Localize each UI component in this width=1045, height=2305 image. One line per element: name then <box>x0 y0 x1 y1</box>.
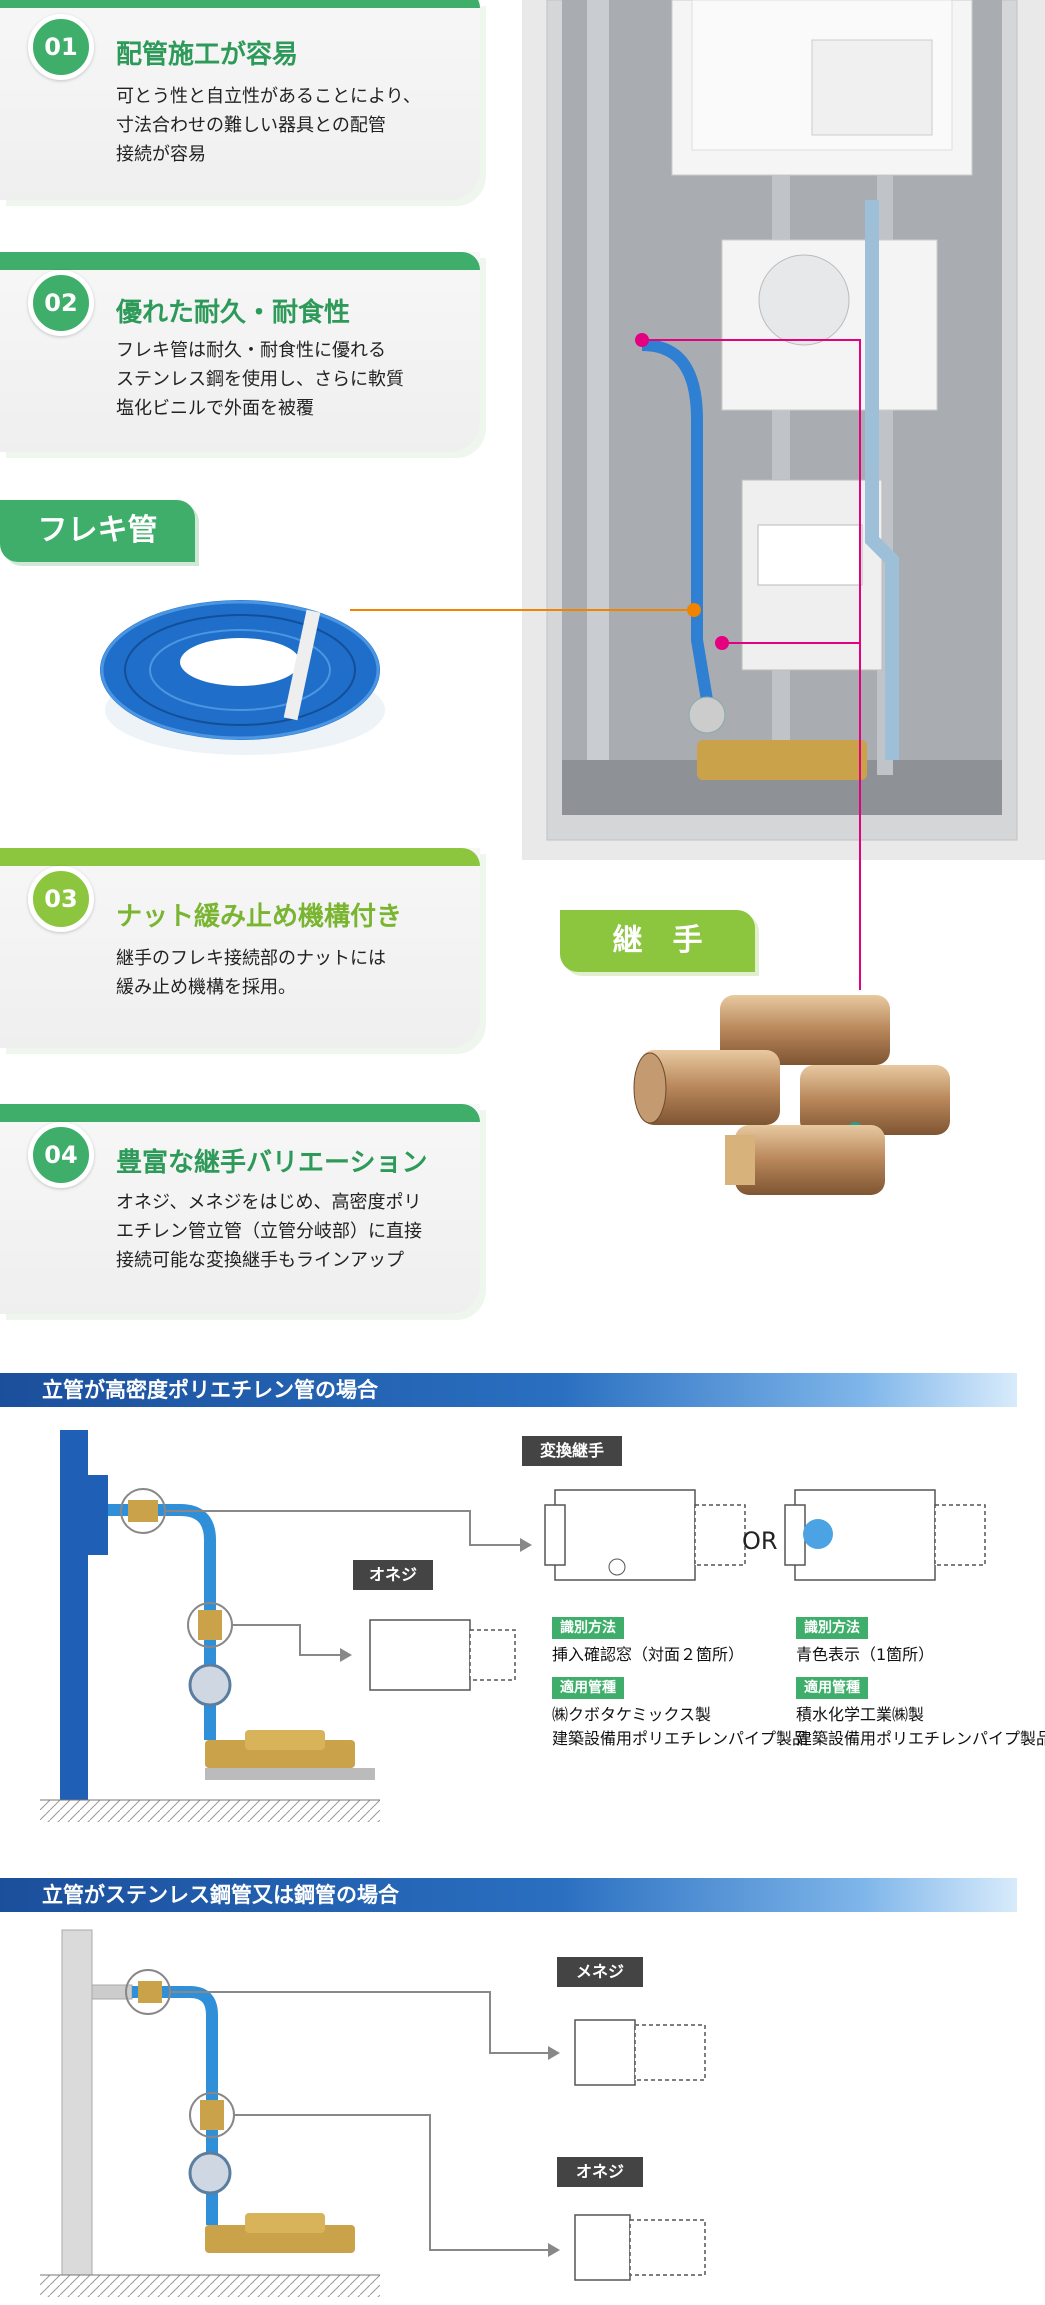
section2-piping-diagram <box>0 1915 1045 2305</box>
left-id-method-label: 識別方法 <box>552 1617 624 1639</box>
feature-number-badge: 03 <box>28 866 94 932</box>
flexi-pipe-coil-image <box>95 570 395 780</box>
joint-leader-line <box>859 845 861 990</box>
male-thread-label-2: オネジ <box>557 2157 643 2187</box>
feature-card-04: 04 豊富な継手バリエーション オネジ、メネジをはじめ、高密度ポリ エチレン管立… <box>0 1104 480 1324</box>
feature-description: フレキ管は耐久・耐食性に優れる ステンレス鋼を使用し、さらに軟質 塩化ビニルで外… <box>116 340 404 419</box>
right-pipe-type-label: 適用管種 <box>796 1677 868 1699</box>
male-thread-label: オネジ <box>353 1560 433 1590</box>
feature-card-02: 02 優れた耐久・耐食性 フレキ管は耐久・耐食性に優れる ステンレス鋼を使用し、… <box>0 252 480 462</box>
joints-image <box>625 985 965 1215</box>
female-thread-label: メネジ <box>557 1957 643 1987</box>
feature-number-badge: 01 <box>28 14 94 80</box>
feature-number-badge: 02 <box>28 270 94 336</box>
left-pipe-maker: ㈱クボタケミックス製 <box>552 1705 712 1724</box>
flexi-pipe-tag: フレキ管 <box>0 500 195 562</box>
right-pipe-product: 建築設備用ポリエチレンパイプ製品 <box>796 1729 1045 1748</box>
right-id-method-label: 識別方法 <box>796 1617 868 1639</box>
feature-description: 継手のフレキ接続部のナットには 緩み止め機構を採用。 <box>116 948 386 998</box>
joint-tag: 継 手 <box>560 910 755 972</box>
feature-description: 可とう性と自立性があることにより、 寸法合わせの難しい器具との配管 接続が容易 <box>116 86 421 165</box>
feature-card-03: 03 ナット緩み止め機構付き 継手のフレキ接続部のナットには 緩み止め機構を採用… <box>0 848 480 1058</box>
feature-card-01: 01 配管施工が容易 可とう性と自立性があることにより、 寸法合わせの難しい器具… <box>0 0 480 210</box>
section2-title-bar: 立管がステンレス鋼管又は鋼管の場合 <box>0 1878 1017 1912</box>
feature-number-badge: 04 <box>28 1122 94 1188</box>
flexi-leader-line <box>350 609 693 611</box>
converter-joint-label: 変換継手 <box>522 1436 622 1466</box>
right-id-method-text: 青色表示（1箇所） <box>796 1645 935 1664</box>
left-id-method-text: 挿入確認窓（対面２箇所） <box>552 1645 745 1664</box>
feature-title: 豊富な継手バリエーション <box>116 1148 428 1178</box>
feature-title: 配管施工が容易 <box>116 40 299 70</box>
meter-cabinet-illustration <box>522 0 1045 860</box>
or-text: OR <box>742 1527 778 1555</box>
section1-piping-diagram <box>0 1410 1045 1830</box>
feature-title: 優れた耐久・耐食性 <box>116 298 351 328</box>
left-pipe-type-label: 適用管種 <box>552 1677 624 1699</box>
left-pipe-product: 建築設備用ポリエチレンパイプ製品 <box>552 1729 809 1748</box>
section1-title-bar: 立管が高密度ポリエチレン管の場合 <box>0 1373 1017 1407</box>
feature-title: ナット緩み止め機構付き <box>116 902 403 932</box>
right-pipe-maker: 積水化学工業㈱製 <box>796 1705 925 1724</box>
feature-description: オネジ、メネジをはじめ、高密度ポリ エチレン管立管（立管分岐部）に直接 接続可能… <box>116 1192 422 1271</box>
